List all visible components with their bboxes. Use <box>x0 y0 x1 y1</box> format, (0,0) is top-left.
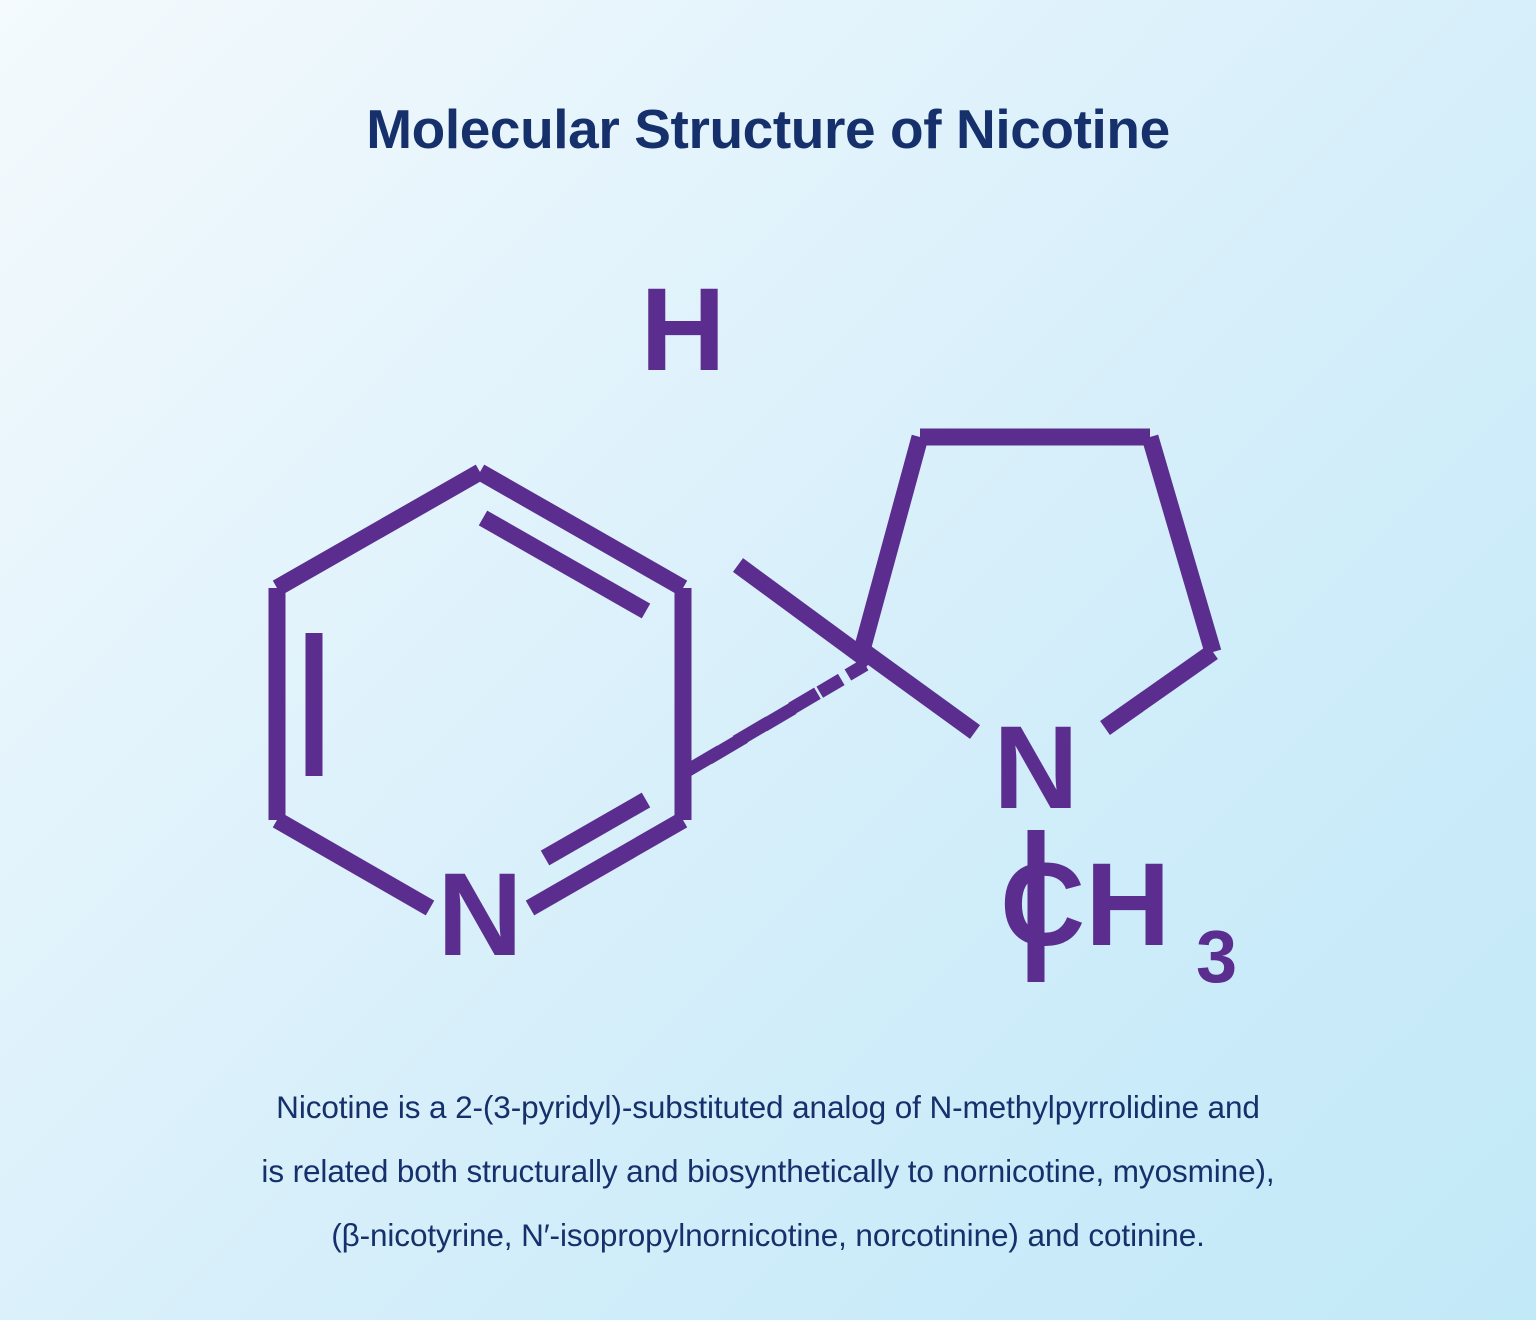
pyridine-bond-c5-c4 <box>272 464 485 596</box>
pyrrolidine-bond-c5-n <box>1100 645 1218 735</box>
caption-line-3: (β-nicotyrine, N′-isopropylnornicotine, … <box>331 1217 1205 1253</box>
label-hydrogen: H <box>640 264 725 396</box>
hash-dash-4 <box>760 702 797 732</box>
label-pyrrolidine-nitrogen: N <box>993 702 1078 834</box>
molecule-diagram: H N N CH 3 <box>0 170 1536 1050</box>
pyrrolidine-bond-c2-c3 <box>853 434 929 653</box>
hash-dash-7 <box>844 659 869 681</box>
label-methyl-subscript: 3 <box>1196 915 1237 998</box>
pyridine-ring <box>268 464 692 916</box>
pyrrolidine-bond-n-c2 <box>857 643 980 739</box>
hash-dash-5 <box>788 687 821 715</box>
pyrrolidine-ring <box>853 428 1222 739</box>
stereo-hash-bond <box>677 659 869 781</box>
caption-line-2: is related both structurally and biosynt… <box>261 1153 1275 1189</box>
caption-line-1: Nicotine is a 2-(3-pyridyl)-substituted … <box>276 1089 1260 1125</box>
pyridine-bond-c2-n1 <box>525 812 688 916</box>
page-title: Molecular Structure of Nicotine <box>366 97 1170 160</box>
pyridine-double-bond-inner-c4-c3 <box>478 510 651 619</box>
label-methyl: CH <box>1000 839 1170 971</box>
caption-block: Nicotine is a 2-(3-pyridyl)-substituted … <box>68 1075 1468 1267</box>
pyrrolidine-bond-c4-c5 <box>1141 434 1222 655</box>
nicotine-structure-svg: H N N CH 3 <box>268 264 1237 998</box>
hash-dash-3 <box>732 716 773 748</box>
pyridine-bond-c4-c3 <box>475 464 688 596</box>
pyridine-bond-n1-c6 <box>272 812 435 916</box>
hash-dash-6 <box>816 673 845 698</box>
label-pyridine-nitrogen: N <box>437 849 522 981</box>
pyridine-double-bond-inner-c2-n1 <box>540 792 651 866</box>
chiral-hydrogen-bond <box>732 558 876 669</box>
